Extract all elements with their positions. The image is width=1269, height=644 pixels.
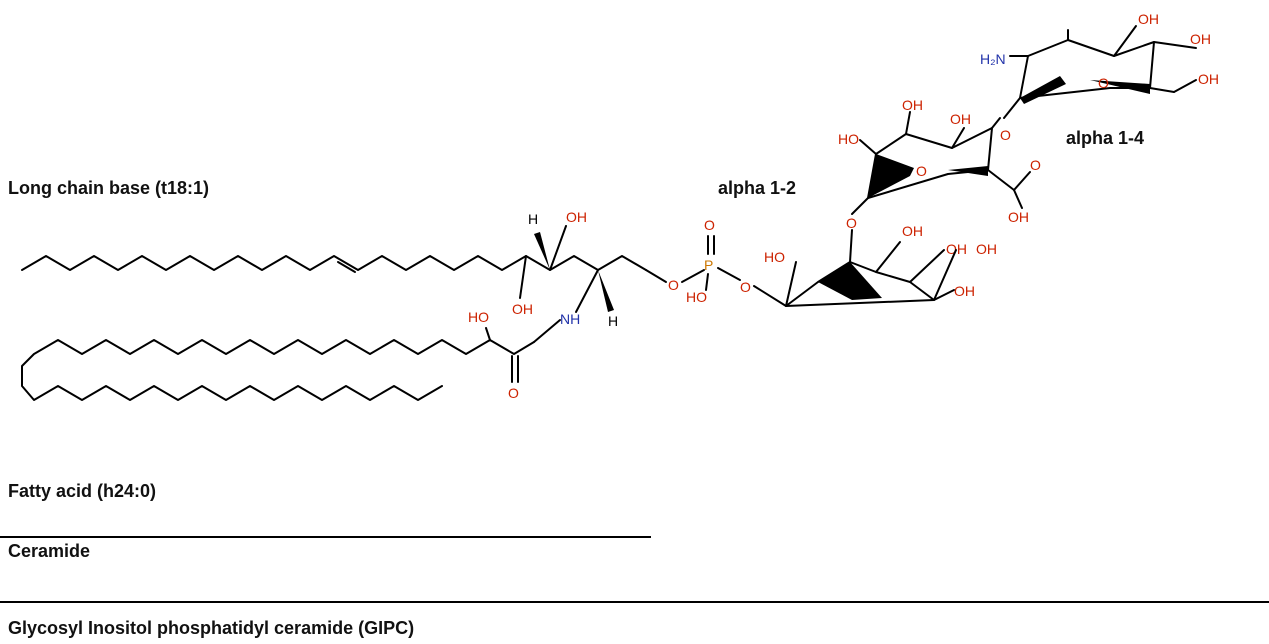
nh-atom: NH <box>560 311 580 327</box>
glucuronic-oh-1 <box>859 139 877 155</box>
alpha-hydroxy-atom: HO <box>468 309 489 325</box>
c4-oh-atom: OH <box>512 301 533 317</box>
glucuronic-oh-2 <box>905 111 911 135</box>
carboxyl-double <box>1013 171 1031 191</box>
glucosamine-ch2oh-2 <box>1173 79 1197 93</box>
inositol-oh-5 <box>933 249 957 301</box>
c2-nh-bond <box>575 269 599 313</box>
alpha-1-2-link <box>849 229 853 263</box>
glucosamine-ring-wedge-2 <box>1090 80 1150 94</box>
alpha-1-4-o-atom: O <box>1000 127 1011 143</box>
c2-h-hash <box>598 270 614 312</box>
glucuronic-acid-ring <box>867 127 993 199</box>
inositol-oh-3 <box>909 249 945 283</box>
inositol-oh-4 <box>933 289 955 301</box>
phosphate-linkage <box>645 269 667 283</box>
p-o-atom: O <box>704 217 715 233</box>
glucuronic-ring-wedge-2 <box>948 166 988 176</box>
glucosamine-h2n-atom: H₂N <box>980 51 1006 67</box>
carboxyl-bond <box>987 169 1015 191</box>
inositol-o-atom: O <box>740 279 751 295</box>
glucosamine-oh-3 <box>1153 41 1197 49</box>
o-inositol-bond <box>753 285 787 307</box>
long-chain-base-label: Long chain base (t18:1) <box>8 178 210 198</box>
ceramide-divider <box>0 536 651 538</box>
gipc-divider <box>0 601 1269 603</box>
inositol-ho-1: HO <box>764 249 785 265</box>
long-chain-base-backbone <box>21 255 647 271</box>
glucosamine-oh-4-atom: OH <box>1198 71 1219 87</box>
alpha-hydroxy-bond <box>485 327 491 341</box>
inositol-oh-3-atom: OH <box>946 241 967 257</box>
carboxyl-oh-atom: OH <box>1008 209 1029 225</box>
glucosamine-oh-2 <box>1113 25 1137 57</box>
alpha-1-4-label: alpha 1-4 <box>1066 128 1145 148</box>
glucosamine-ring <box>1019 39 1155 99</box>
p-o-inositol-bond <box>717 267 741 281</box>
inositol-oh-2 <box>875 241 901 273</box>
c3-oh-bond <box>549 225 567 271</box>
trans-double-bond <box>337 261 356 273</box>
glucuronic-ring-o: O <box>916 163 927 179</box>
glucuronic-oh-2-atom: OH <box>902 97 923 113</box>
glucosamine-ring-wedge <box>1020 76 1066 104</box>
phosphorus-atom: P <box>704 257 713 273</box>
fatty-acid-chain <box>21 339 535 401</box>
glucosamine-oh-2-atom: OH <box>1138 11 1159 27</box>
carboxyl-oh <box>1013 189 1023 209</box>
glucuronic-link <box>851 197 869 215</box>
fatty-acid-label: Fatty acid (h24:0) <box>8 481 157 501</box>
glucosamine-oh-3-atom: OH <box>1190 31 1211 47</box>
ester-o-atom: O <box>668 277 679 293</box>
glucuronic-ring-wedge <box>868 154 914 198</box>
p-ho-atom: HO <box>686 289 707 305</box>
c3-h-atom: H <box>528 211 538 227</box>
alpha-1-2-o-atom: O <box>846 215 857 231</box>
glucosamine-ring-o: O <box>1098 75 1109 91</box>
c2-h-atom: H <box>608 313 618 329</box>
inositol-ring-wedge <box>818 262 882 300</box>
carboxyl-o-atom: O <box>1030 157 1041 173</box>
gipc-structure-diagram: H OH OH NH H O P O HO O HO OH OH OH OH O… <box>21 11 1219 401</box>
glucuronic-oh-3 <box>951 127 965 149</box>
inositol-oh-2-atom: OH <box>902 223 923 239</box>
amide-n-c-bond <box>533 319 561 343</box>
ceramide-label: Ceramide <box>8 541 91 561</box>
c3-oh-atom: OH <box>566 209 587 225</box>
alpha-1-2-label: alpha 1-2 <box>718 178 797 198</box>
p-oh-bond <box>705 273 709 291</box>
glucosamine-ch2oh <box>1149 87 1175 93</box>
amide-o-atom: O <box>508 385 519 401</box>
inositol-oh-5-atom: OH <box>976 241 997 257</box>
o-p-bond <box>681 269 705 283</box>
glucosamine-link <box>1003 97 1021 119</box>
inositol-oh-1 <box>785 261 797 307</box>
c4-oh-bond <box>519 255 527 299</box>
inositol-oh-4-atom: OH <box>954 283 975 299</box>
gipc-label: Glycosyl Inositol phosphatidyl ceramide … <box>8 618 415 638</box>
alpha-1-4-link <box>991 117 1001 129</box>
glucuronic-oh-3-atom: OH <box>950 111 971 127</box>
glucuronic-ho-1: HO <box>838 131 859 147</box>
c3-h-hash <box>534 232 550 270</box>
